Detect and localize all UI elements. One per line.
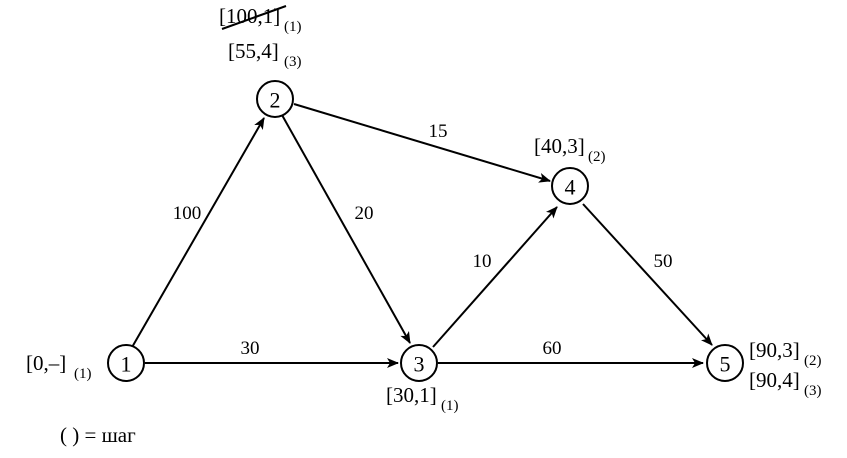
- node-2-number: 2: [270, 88, 281, 113]
- node-3-step: (1): [441, 398, 459, 414]
- weight-1-2: 100: [173, 203, 202, 224]
- node-3-labels: [30,1] (1): [386, 383, 459, 414]
- node-5-number: 5: [720, 352, 731, 377]
- edge-1-2: [130, 117, 265, 350]
- node-2-label-crossed: [100,1]: [219, 4, 280, 28]
- edges: [130, 103, 713, 368]
- edge-4-5: [582, 203, 713, 346]
- node-5: 5: [706, 344, 744, 382]
- node-5-label-a: [90,3]: [749, 338, 800, 362]
- node-1-step: (1): [74, 366, 92, 382]
- weight-1-3: 30: [241, 338, 260, 359]
- weight-3-5: 60: [543, 338, 562, 359]
- node-4: 4: [551, 167, 589, 205]
- node-2-labels: [100,1] (1) [55,4] (3): [219, 4, 302, 70]
- node-4-label: [40,3]: [534, 134, 585, 158]
- node-4-number: 4: [565, 175, 576, 200]
- node-2-label: [55,4]: [228, 39, 279, 63]
- node-1-labels: [0,–] (1): [26, 351, 92, 382]
- edge-3-4: [432, 206, 558, 348]
- edge-2-3: [281, 114, 411, 344]
- node-5-label-b: [90,4]: [749, 368, 800, 392]
- node-2-step-crossed: (1): [284, 19, 302, 35]
- weight-2-3: 20: [355, 203, 374, 224]
- edge-weights: 100 30 20 15 10 60 50: [173, 121, 673, 359]
- node-3-label: [30,1]: [386, 383, 437, 407]
- weight-2-4: 15: [429, 121, 448, 142]
- node-1: 1: [107, 344, 145, 382]
- node-2: 2: [256, 80, 294, 118]
- weight-4-5: 50: [654, 251, 673, 272]
- edge-2-4: [293, 103, 551, 183]
- node-1-number: 1: [121, 352, 132, 377]
- node-5-step-b: (3): [804, 383, 822, 399]
- node-3-number: 3: [414, 352, 425, 377]
- node-5-step-a: (2): [804, 353, 822, 369]
- node-2-step: (3): [284, 54, 302, 70]
- node-5-labels: [90,3] (2) [90,4] (3): [749, 338, 822, 399]
- node-4-step: (2): [588, 149, 606, 165]
- strike-mark: [221, 5, 287, 30]
- weight-3-4: 10: [473, 251, 492, 272]
- node-1-label: [0,–]: [26, 351, 66, 375]
- node-4-labels: [40,3] (2): [534, 134, 606, 165]
- legend: ( ) = шаг: [60, 423, 136, 447]
- node-3: 3: [400, 344, 438, 382]
